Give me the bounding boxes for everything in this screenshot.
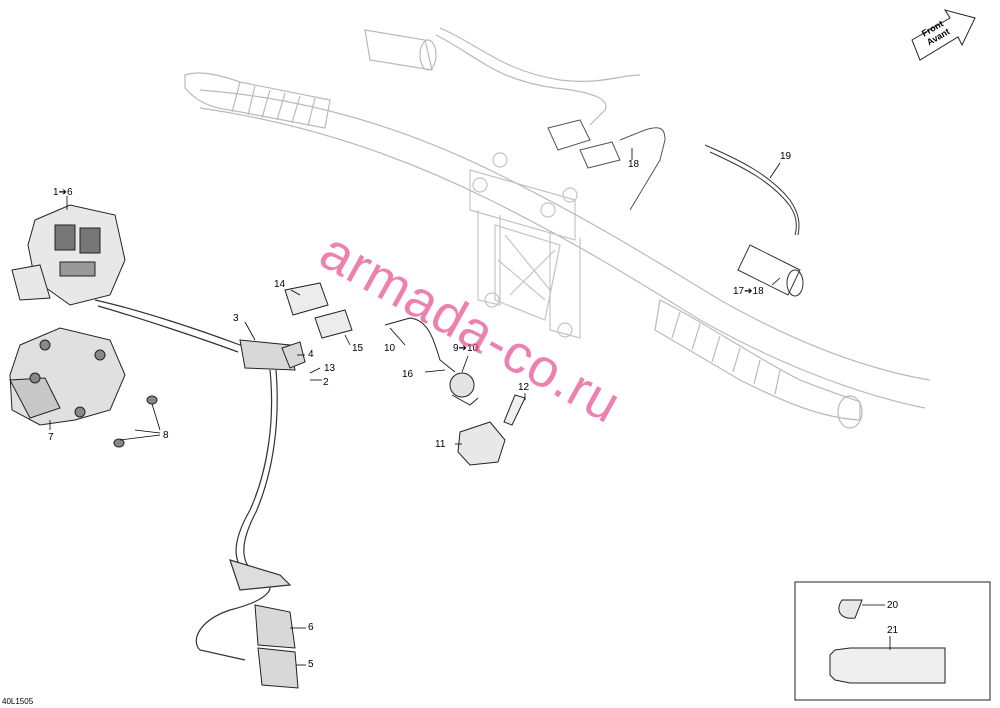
direction-arrow [911, 9, 976, 61]
callout-16: 16 [402, 369, 414, 380]
callout-8: 8 [163, 430, 169, 441]
callout-6: 6 [308, 622, 314, 633]
cap-11 [457, 421, 506, 466]
grip-heater-17 [737, 244, 804, 297]
inset-box [794, 581, 991, 701]
handlebar [184, 72, 931, 429]
harness-connectors [239, 339, 306, 689]
callout-20: 20 [887, 600, 899, 611]
callout-10: 10 [384, 343, 396, 354]
callout-11: 11 [435, 439, 446, 450]
cover-7 [9, 327, 126, 426]
callout-19: 19 [780, 151, 792, 162]
wiring-harness [94, 299, 292, 661]
diagram-code: 40L1505 [2, 697, 34, 706]
callout-13: 13 [324, 363, 336, 374]
throttle-cable [364, 27, 641, 126]
callout-7: 7 [48, 432, 54, 443]
callout-1-6: 1➔6 [53, 187, 73, 198]
screws-8 [113, 395, 158, 448]
callout-17-18: 17➔18 [733, 286, 764, 297]
callout-2: 2 [323, 377, 329, 388]
callout-4: 4 [308, 349, 314, 360]
connectors-18 [547, 119, 666, 211]
sensor-16 [384, 317, 479, 406]
callout-18: 18 [628, 159, 640, 170]
pin-12 [503, 394, 526, 426]
callout-3: 3 [233, 313, 239, 324]
connectors-14-15 [284, 282, 353, 339]
switch-housing-1-6 [11, 204, 126, 306]
callout-5: 5 [308, 659, 314, 670]
riser-clamp [469, 152, 581, 339]
callout-9-10: 9➔10 [453, 343, 479, 354]
leader-lines [49, 148, 891, 666]
callout-15: 15 [352, 343, 364, 354]
heater-element-19 [704, 144, 800, 236]
callout-14: 14 [274, 279, 286, 290]
callout-12: 12 [518, 382, 530, 393]
callout-21: 21 [887, 625, 899, 636]
